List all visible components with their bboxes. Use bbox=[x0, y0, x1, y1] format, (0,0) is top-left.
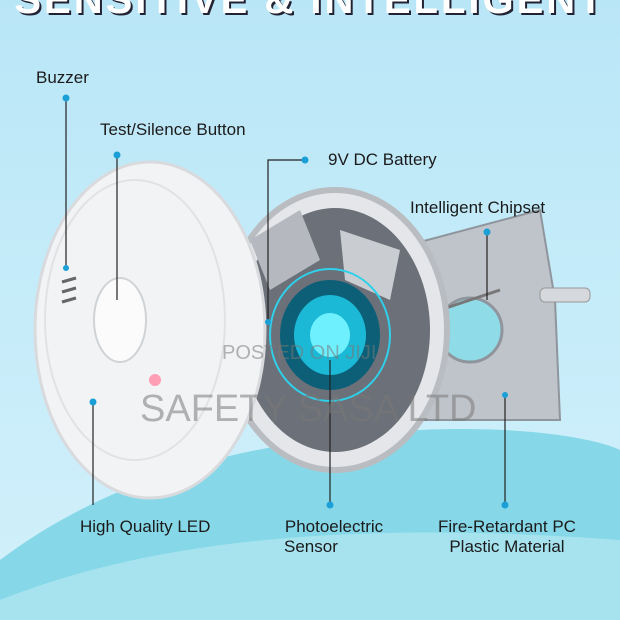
label-chipset: Intelligent Chipset bbox=[410, 198, 546, 217]
page-title: SENSITIVE & INTELLIGENT bbox=[14, 0, 606, 22]
label-battery: 9V DC Battery bbox=[328, 150, 437, 169]
label-buzzer: Buzzer bbox=[36, 68, 89, 87]
watermark-line1: POSTED ON JIJI bbox=[222, 342, 377, 364]
label-material: Fire-Retardant PC Plastic Material bbox=[438, 517, 576, 557]
label-sensor-line2: Sensor bbox=[284, 537, 338, 556]
detector-cover bbox=[33, 160, 267, 500]
label-sensor-line1: Photoelectric bbox=[284, 517, 384, 536]
led-indicator bbox=[149, 374, 161, 386]
label-sensor: Photoelectric Sensor bbox=[278, 517, 390, 557]
label-material-line1: Fire-Retardant PC bbox=[438, 517, 576, 536]
label-test-button: Test/Silence Button bbox=[100, 120, 246, 139]
label-led: High Quality LED bbox=[80, 517, 211, 536]
leader-lines bbox=[62, 94, 509, 509]
watermark-line2: SAFETY SASA LTD bbox=[140, 388, 477, 430]
label-material-line2: Plastic Material bbox=[449, 537, 565, 556]
